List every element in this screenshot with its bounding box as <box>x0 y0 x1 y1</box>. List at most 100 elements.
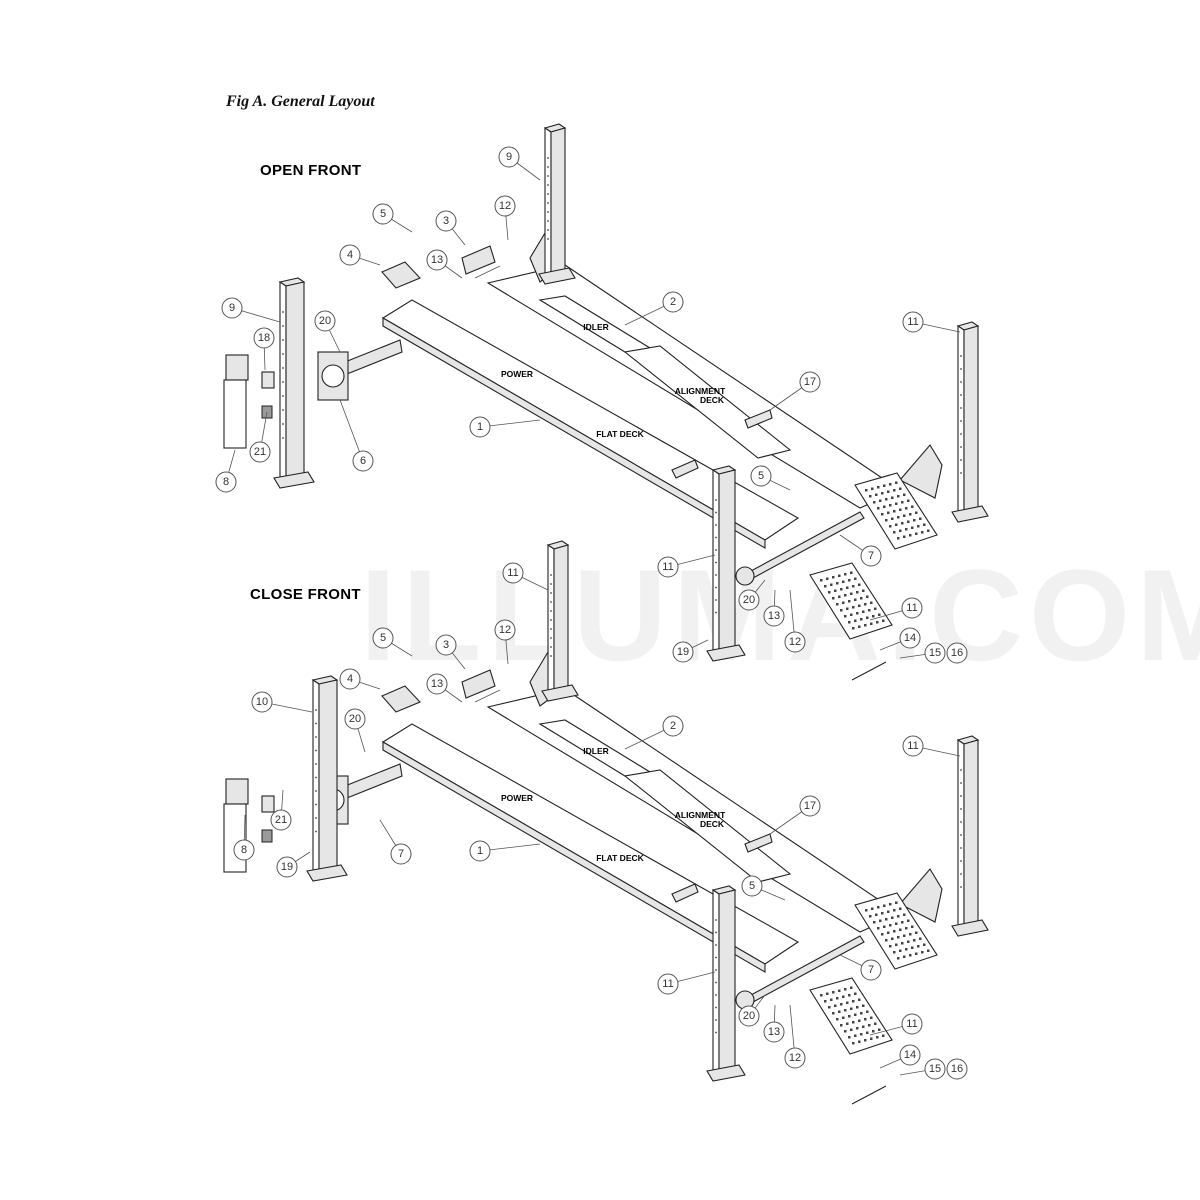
detached-ramp-hole <box>846 586 849 589</box>
detached-ramp-hole <box>854 619 857 622</box>
ramp-axle <box>851 1085 887 1105</box>
far-post-face <box>963 325 979 517</box>
drive-ramp-hole <box>905 507 908 510</box>
drive-ramp-hole <box>869 495 872 498</box>
drive-ramp-hole <box>893 951 896 954</box>
drive-ramp-hole <box>873 501 876 504</box>
alignment-chock <box>744 833 773 853</box>
rear-post-hole <box>315 830 317 833</box>
deck-label-flat-deck: FLAT DECK <box>596 853 644 863</box>
drive-ramp-hole <box>909 954 912 957</box>
drive-ramp-hole <box>885 918 888 921</box>
callout-0-17-circle <box>860 545 882 567</box>
front-post-hole <box>715 574 717 576</box>
detached-ramp-hole <box>848 600 851 603</box>
callout-1-19-label: 20 <box>743 1010 755 1022</box>
rear-post-base <box>306 864 348 882</box>
callout-1-11-circle <box>276 856 298 878</box>
detached-ramp-hole <box>836 582 839 585</box>
front-sheave <box>735 566 755 586</box>
detached-ramp-hole <box>864 624 867 627</box>
deck-plate-4 <box>381 685 421 713</box>
detached-ramp-hole <box>842 601 845 604</box>
drive-ramp-hole <box>911 505 914 508</box>
front-post-hole <box>715 561 717 564</box>
drive-ramp-hole <box>921 531 924 534</box>
pump-reservoir <box>223 379 247 449</box>
detached-ramp-hole <box>856 1006 859 1009</box>
drive-ramp-hole <box>883 505 886 508</box>
front-post-hole <box>715 549 717 551</box>
drive-ramp-hole <box>907 520 910 523</box>
drive-ramp-hole <box>871 907 874 910</box>
detached-ramp-hole <box>840 588 843 591</box>
section-title-open-front: OPEN FRONT <box>260 162 362 179</box>
drive-ramp-hole <box>915 931 918 934</box>
detached-ramp-hole <box>850 1007 853 1010</box>
far-post-base <box>951 919 989 937</box>
callout-1-0-circle <box>502 562 524 584</box>
drive-ramp-hole <box>893 909 896 912</box>
callout-1-5-label: 13 <box>431 678 443 690</box>
drive-ramp-hole <box>893 531 896 534</box>
callout-1-16-label: 5 <box>749 880 755 892</box>
callout-0-14-circle <box>469 416 491 438</box>
rear-cross-beam <box>344 339 403 375</box>
detached-ramp-hole <box>832 597 835 600</box>
drive-ramp-hole <box>897 936 900 939</box>
detached-ramp-hole <box>842 1016 845 1019</box>
drive-ramp-hole <box>895 481 898 484</box>
callout-0-22-circle <box>901 597 923 619</box>
deck-label-deck: DECK <box>700 819 725 829</box>
rear-post-hole <box>282 381 284 383</box>
flat-deck-chock <box>671 459 699 479</box>
power-post-hole <box>547 175 549 177</box>
power-post-hole <box>547 157 549 159</box>
rear-post-hole <box>282 325 284 327</box>
front-post-hole <box>715 499 717 501</box>
detached-ramp-hole <box>832 576 835 579</box>
callout-1-9-circle <box>270 809 292 831</box>
detached-ramp-hole <box>870 1037 873 1040</box>
callout-1-17-label: 7 <box>868 964 874 976</box>
callout-1-0-label: 11 <box>507 567 518 579</box>
pump-motor <box>225 778 249 805</box>
detached-ramp-hole <box>842 580 845 583</box>
detached-ramp-hole <box>860 618 863 621</box>
drive-ramp-hole <box>887 490 890 493</box>
power-flat-deck-side <box>382 741 766 973</box>
drive-ramp-hole <box>879 919 882 922</box>
front-post-hole <box>715 956 717 959</box>
detached-ramp-hole <box>856 591 859 594</box>
power-post-hole <box>550 619 552 621</box>
front-post-hole <box>715 1006 717 1009</box>
callout-0-12-circle <box>662 291 684 313</box>
callout-0-10-circle <box>215 471 237 493</box>
callout-0-16-label: 5 <box>758 470 764 482</box>
rear-cross-beam <box>344 763 403 799</box>
callout-0-21-label: 12 <box>789 636 801 648</box>
drive-ramp-hole <box>917 525 920 528</box>
detached-ramp-hole <box>848 621 851 624</box>
detached-ramp-hole <box>820 994 823 997</box>
front-post-face <box>718 469 736 656</box>
callout-1-23-label: 14 <box>904 1049 916 1061</box>
detached-ramp-hole <box>844 615 847 618</box>
front-post-hole <box>715 536 717 539</box>
callout-0-8-circle <box>253 327 275 349</box>
detached-ramp-hole <box>854 1034 857 1037</box>
drive-ramp-hole <box>903 514 906 517</box>
drive-ramp-hole <box>903 535 906 538</box>
detached-ramp-hole <box>882 619 885 622</box>
front-post-base <box>706 644 746 662</box>
callout-1-16-circle <box>741 875 763 897</box>
power-post-hole <box>550 574 552 576</box>
far-post-hole <box>960 446 962 448</box>
callout-0-19-circle <box>738 589 760 611</box>
rear-post-hole <box>315 776 317 779</box>
far-post-hole <box>960 368 962 370</box>
power-post-hole <box>547 202 549 204</box>
detached-ramp-hole <box>826 992 829 995</box>
detached-ramp-hole <box>846 1022 849 1025</box>
